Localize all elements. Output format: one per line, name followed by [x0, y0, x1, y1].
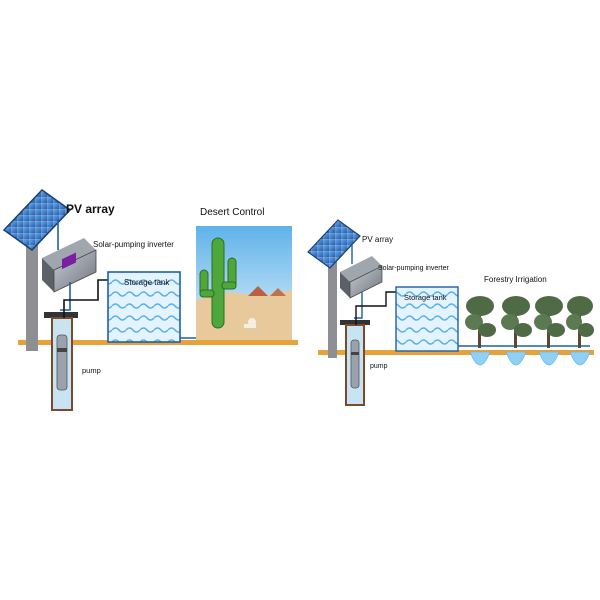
right-pv-label: PV array [362, 235, 393, 244]
desert-scene [196, 226, 292, 340]
left-pump [56, 334, 68, 391]
left-pv-label: PV array [66, 202, 115, 216]
right-inverter [340, 256, 383, 299]
tree-icon [566, 296, 594, 348]
water-drop-icon [469, 351, 491, 366]
forest-trees [465, 296, 594, 348]
right-pipe-to-tank [355, 291, 398, 325]
cactus-icon [199, 237, 237, 329]
water-drop-icon [505, 351, 527, 366]
right-tank-label: Storage tank [404, 293, 447, 302]
left-pv-pole [26, 225, 38, 351]
tree-icon [501, 296, 532, 348]
left-pipe-to-tank [63, 279, 112, 318]
water-drop-icon [569, 351, 591, 366]
right-pv-panel [307, 219, 361, 269]
right-system: PV array Solar-pumping inverter Storage … [307, 219, 594, 406]
tree-icon [465, 296, 496, 348]
right-inverter-label: Solar-pumping inverter [378, 265, 449, 272]
left-scene-label: Desert Control [200, 207, 264, 218]
irrigation-puddles [469, 351, 591, 366]
tree-icon [534, 296, 565, 348]
water-drop-icon [538, 351, 560, 366]
right-scene-label: Forestry Irrigation [484, 275, 547, 284]
left-pump-label: pump [82, 366, 101, 375]
right-ground [318, 350, 594, 355]
left-inverter [42, 238, 97, 293]
right-storage-tank [395, 286, 459, 352]
right-pump-label: pump [370, 363, 388, 370]
left-pv-panel [2, 189, 72, 251]
right-pump [350, 339, 360, 389]
left-tank-label: Storage tank [124, 278, 170, 287]
left-inverter-label: Solar-pumping inverter [93, 240, 174, 249]
right-pv-pole [328, 248, 337, 358]
left-storage-tank [107, 271, 181, 343]
right-wire-inverter-pump [354, 292, 363, 319]
left-system: PV array Solar-pumping inverter Storage … [2, 189, 298, 411]
